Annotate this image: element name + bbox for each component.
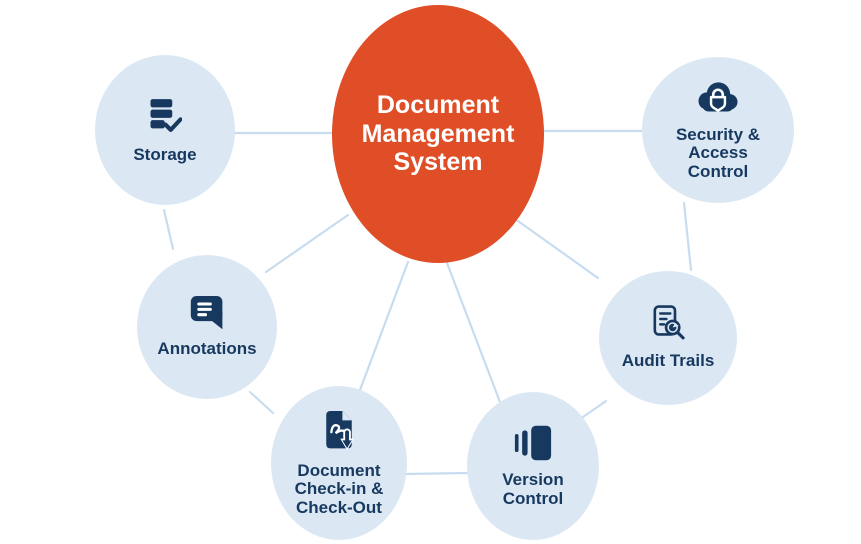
node-label-version-control: Version Control — [502, 470, 564, 508]
connector-annotations-checkin — [248, 390, 275, 415]
hub-title-line: System — [393, 148, 483, 177]
hub-document-management-system: Document Management System — [332, 5, 544, 263]
connector-center-annotations — [264, 213, 350, 274]
node-security-access-control: Security & Access Control — [642, 57, 794, 203]
connector-version-audit — [581, 399, 608, 419]
comment-lines-icon — [190, 295, 224, 331]
connector-center-audit — [516, 219, 600, 280]
node-label-document-check-in-check-out: Document Check-in & Check-Out — [294, 461, 384, 517]
hub-title-line: Management — [361, 119, 515, 148]
file-arrow-down-icon — [322, 409, 356, 453]
hub-title: Document Management System — [362, 91, 515, 177]
stacked-versions-icon — [513, 424, 553, 462]
connector-storage-annotations — [162, 208, 175, 251]
connector-center-checkin — [358, 260, 410, 392]
document-magnifier-icon — [650, 305, 686, 343]
node-storage: Storage — [95, 55, 235, 205]
node-document-check-in-check-out: Document Check-in & Check-Out — [271, 386, 407, 540]
node-audit-trails: Audit Trails — [599, 271, 737, 405]
connector-checkin-version — [404, 471, 469, 476]
node-label-annotations: Annotations — [157, 339, 257, 359]
connector-audit-security — [682, 201, 693, 272]
node-annotations: Annotations — [137, 255, 277, 399]
node-version-control: Version Control — [467, 392, 599, 540]
node-label-security-access-control: Security & Access Control — [675, 125, 761, 181]
connector-center-version — [445, 261, 502, 404]
node-label-audit-trails: Audit Trails — [621, 351, 715, 371]
node-label-storage: Storage — [133, 145, 197, 165]
database-check-icon — [149, 95, 183, 137]
cloud-lock-icon — [695, 79, 741, 117]
hub-title-line: Document — [376, 91, 500, 120]
